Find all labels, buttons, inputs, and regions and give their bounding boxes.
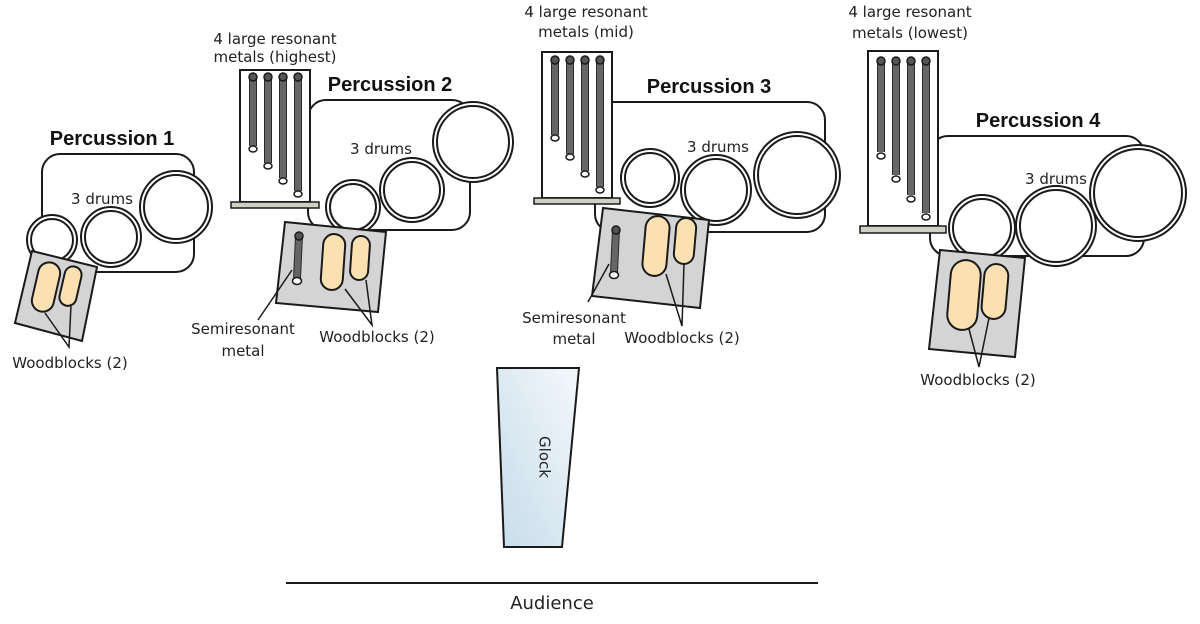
percussion-3-metals-label-line1: 4 large resonant bbox=[524, 3, 647, 21]
percussion-4-drum-large bbox=[1089, 144, 1187, 242]
percussion-4-metal-tube bbox=[891, 56, 901, 183]
percussion-3-semiresonant-leader bbox=[587, 263, 610, 303]
percussion-3-metals-rack bbox=[533, 51, 621, 205]
percussion-3-drums-label: 3 drums bbox=[687, 138, 749, 156]
percussion-2-metal-tube bbox=[248, 72, 258, 153]
percussion-3-woodblock-large bbox=[641, 215, 671, 277]
percussion-2-metal-tube bbox=[278, 72, 288, 185]
percussion-3-metal-tube bbox=[595, 55, 605, 194]
percussion-1-woodblocks-label: Woodblocks (2) bbox=[12, 354, 127, 372]
percussion-4-drum-medium bbox=[1015, 185, 1097, 267]
percussion-3-metals-label-line2: metals (mid) bbox=[538, 23, 634, 41]
percussion-4-title: Percussion 4 bbox=[976, 110, 1101, 132]
percussion-2-metals-label-line1: 4 large resonant bbox=[213, 30, 336, 48]
percussion-2-metal-tube bbox=[263, 72, 273, 170]
percussion-3-drum-large bbox=[753, 131, 841, 219]
percussion-3-metal-tube bbox=[580, 55, 590, 178]
percussion-2-metal-tube bbox=[293, 72, 303, 198]
audience-marker: Audience bbox=[286, 582, 818, 614]
percussion-4-rack-base bbox=[859, 225, 947, 234]
percussion-2-semiresonant-leader bbox=[257, 269, 293, 321]
percussion-4-metals-label-line2: metals (lowest) bbox=[852, 24, 968, 42]
glockenspiel: Glock bbox=[495, 367, 581, 548]
percussion-4-metal-tube bbox=[876, 56, 886, 160]
percussion-1-drums-label: 3 drums bbox=[71, 190, 133, 208]
percussion-3-metal-tube bbox=[565, 55, 575, 161]
percussion-2-woodblocks-leader bbox=[344, 279, 374, 328]
percussion-4-metal-tube bbox=[906, 56, 916, 203]
percussion-1-woodblock-large bbox=[30, 261, 62, 313]
percussion-4-metals-label-line1: 4 large resonant bbox=[848, 3, 971, 21]
percussion-4-station: 4 large resonant metals (lowest) Percuss… bbox=[848, 3, 1187, 389]
percussion-1-drum-large bbox=[139, 170, 213, 244]
percussion-3-title: Percussion 3 bbox=[647, 76, 772, 98]
percussion-2-woodblocks-label: Woodblocks (2) bbox=[319, 328, 434, 346]
percussion-3-drum-medium bbox=[680, 154, 752, 226]
glock-instrument bbox=[495, 367, 581, 548]
percussion-2-metals-rack bbox=[230, 69, 320, 209]
percussion-1-station: Percussion 1 3 drums Woodblocks (2) bbox=[12, 128, 213, 372]
percussion-4-drums-label: 3 drums bbox=[1025, 170, 1087, 188]
audience-label: Audience bbox=[510, 593, 594, 614]
percussion-2-semiresonant-label-line1: Semiresonant bbox=[191, 320, 295, 338]
percussion-3-semiresonant-label-line2: metal bbox=[552, 330, 595, 348]
percussion-2-title: Percussion 2 bbox=[328, 74, 453, 96]
percussion-2-drum-medium bbox=[379, 157, 445, 223]
percussion-1-title: Percussion 1 bbox=[50, 128, 175, 150]
percussion-4-woodblocks-label: Woodblocks (2) bbox=[920, 371, 1035, 389]
percussion-4-metals-rack bbox=[859, 50, 947, 234]
percussion-4-woodblock-small bbox=[980, 263, 1010, 320]
percussion-2-drum-large bbox=[432, 101, 514, 183]
percussion-2-metals-label-line2: metals (highest) bbox=[214, 48, 337, 66]
percussion-2-woodblock-small bbox=[349, 235, 371, 281]
percussion-2-semiresonant-label-line2: metal bbox=[221, 342, 264, 360]
percussion-3-woodblocks-leader bbox=[665, 263, 685, 327]
percussion-3-woodblock-small bbox=[672, 217, 698, 265]
percussion-4-woodblocks-leader bbox=[968, 317, 990, 368]
percussion-2-woodblock-large bbox=[319, 233, 347, 291]
percussion-1-drum-medium bbox=[80, 206, 142, 268]
percussion-3-drum-small bbox=[620, 148, 680, 208]
percussion-2-drums-label: 3 drums bbox=[350, 140, 412, 158]
percussion-4-woodblock-large bbox=[946, 259, 982, 331]
percussion-2-rack-base bbox=[230, 201, 320, 209]
percussion-3-woodblocks-label: Woodblocks (2) bbox=[624, 329, 739, 347]
percussion-3-semiresonant-label-line1: Semiresonant bbox=[522, 309, 626, 327]
percussion-1-woodblocks-leader bbox=[44, 304, 72, 350]
percussion-2-station: 4 large resonant metals (highest) Percus… bbox=[191, 30, 514, 360]
percussion-3-semiresonant-metal bbox=[608, 225, 621, 280]
percussion-1-woodblock-small bbox=[58, 265, 83, 307]
percussion-4-metal-tube bbox=[921, 56, 931, 221]
percussion-3-station: 4 large resonant metals (mid) Percussion… bbox=[522, 3, 841, 348]
glock-label: Glock bbox=[536, 436, 554, 478]
percussion-3-rack-base bbox=[533, 197, 621, 205]
percussion-3-metal-tube bbox=[550, 55, 560, 142]
percussion-2-semiresonant-metal bbox=[291, 231, 304, 286]
